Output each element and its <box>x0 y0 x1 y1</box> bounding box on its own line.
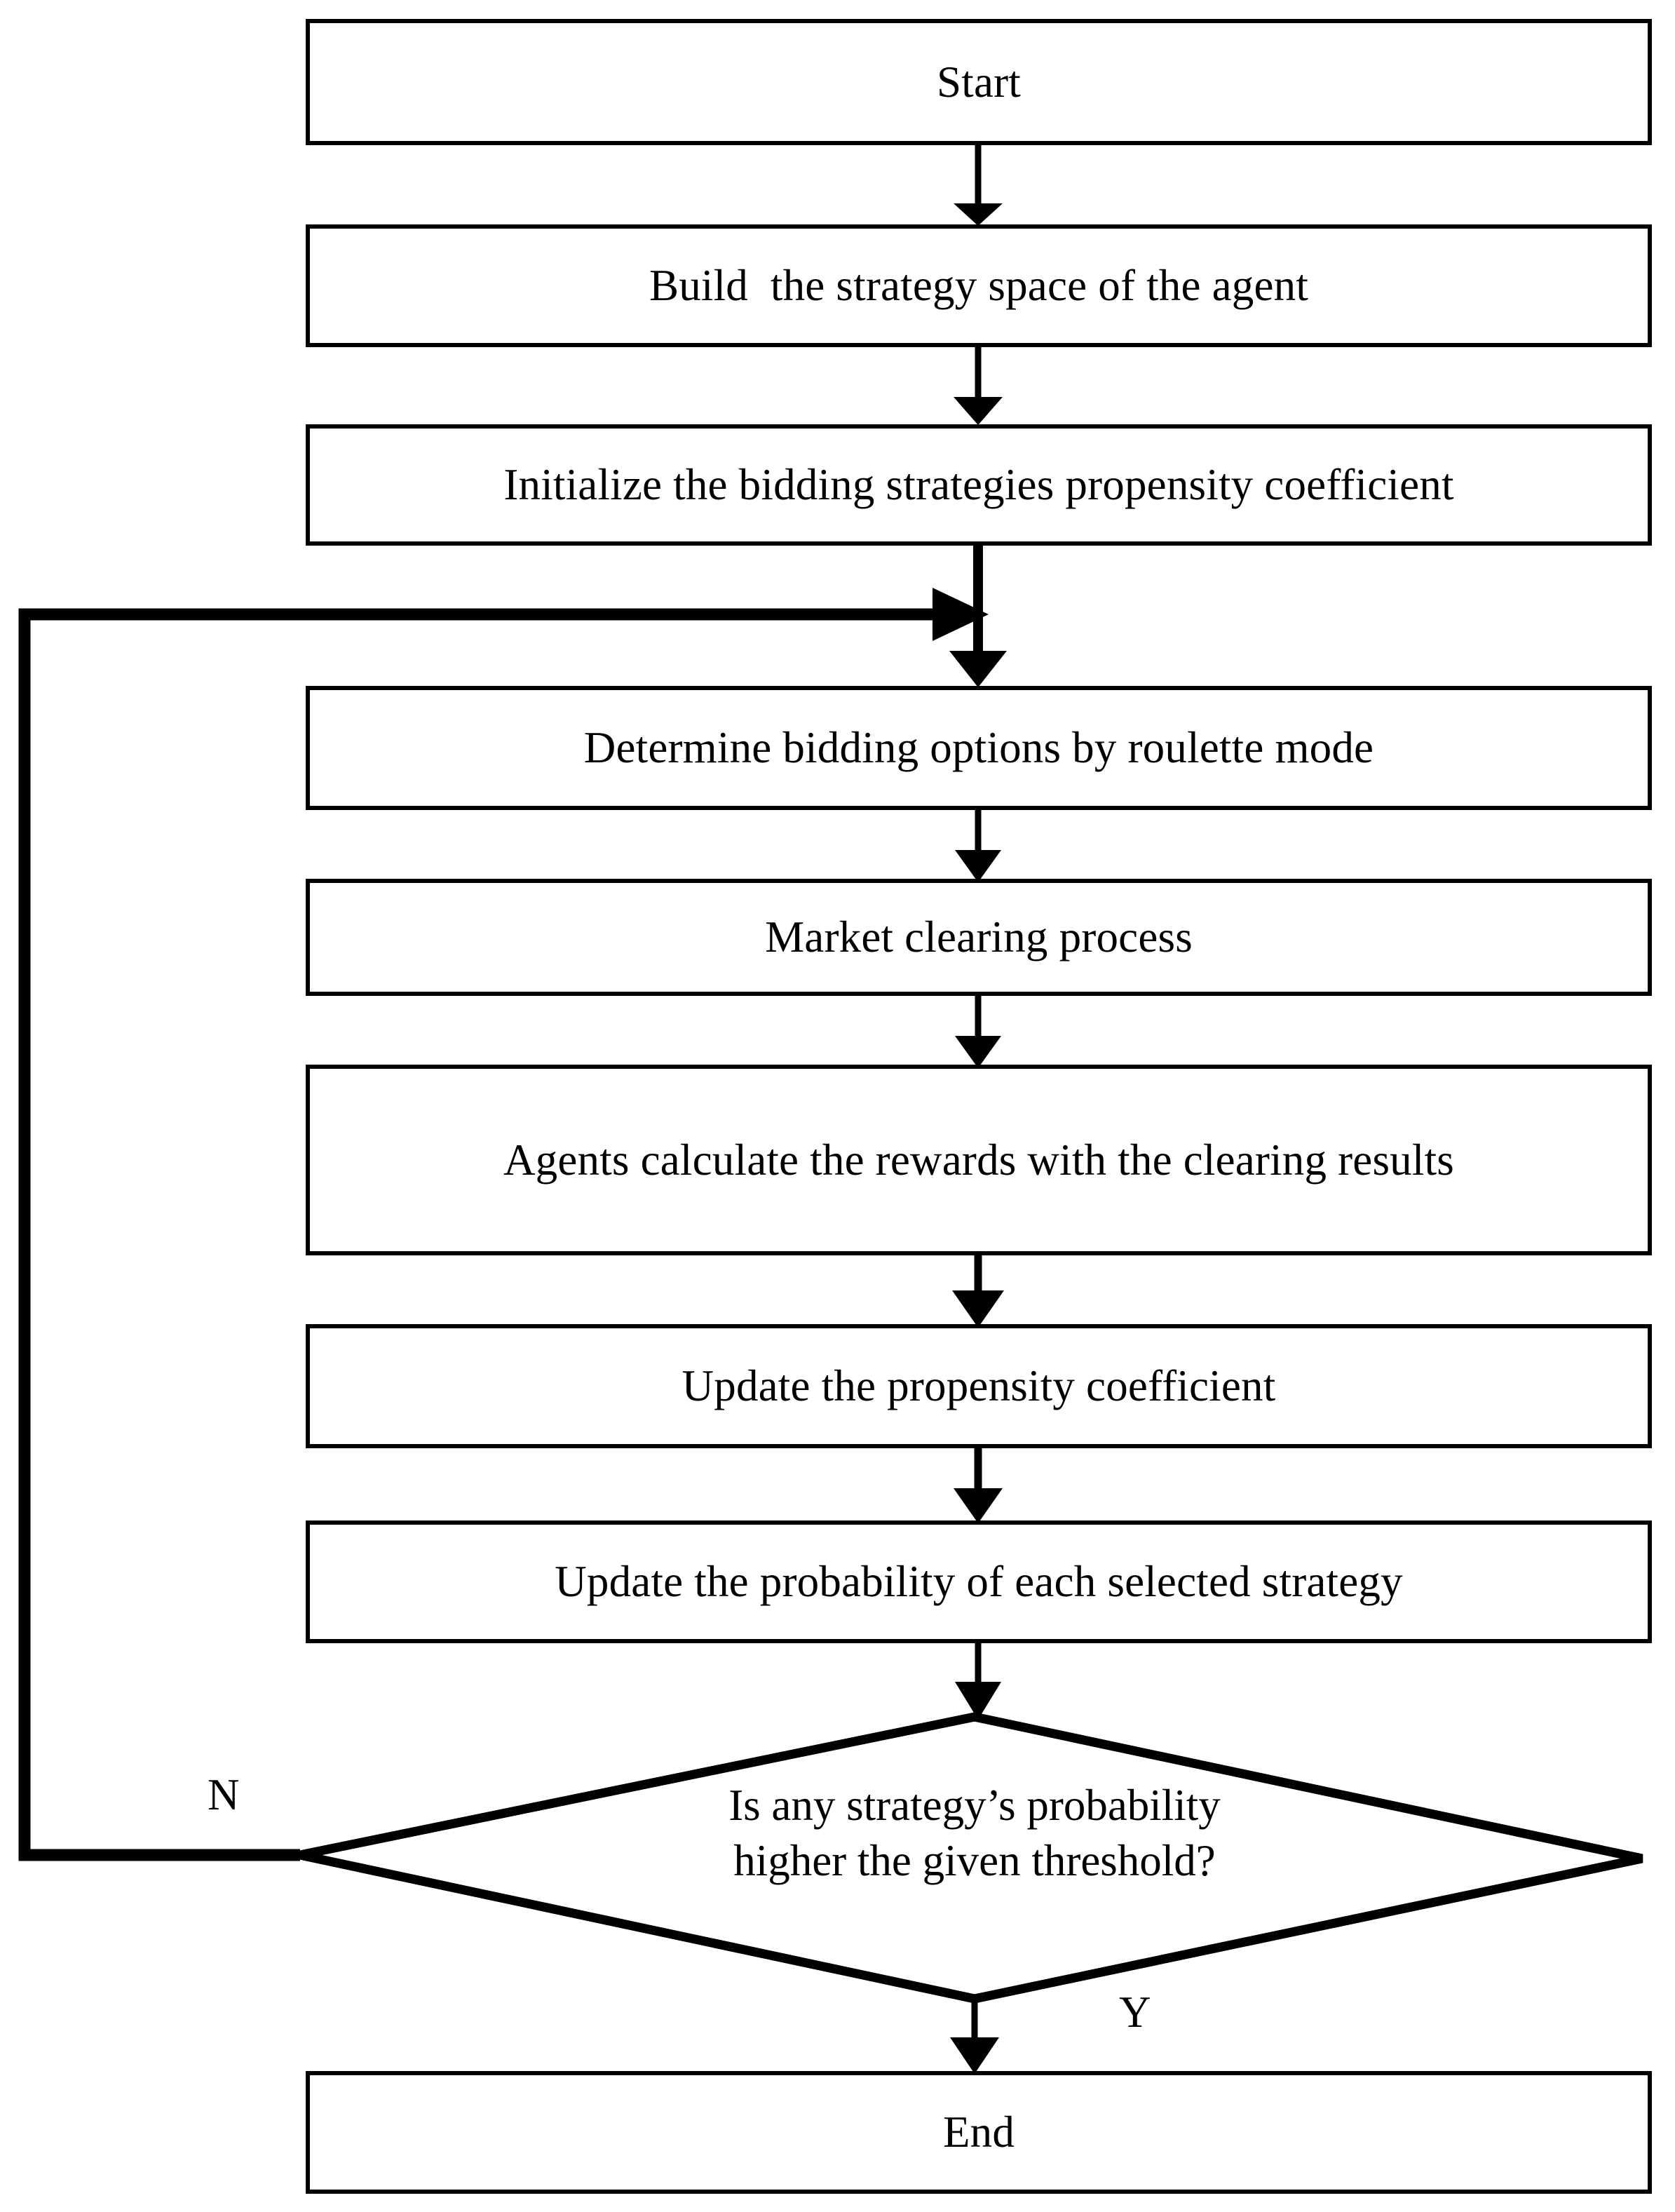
edge-update-probability-to-decision <box>955 1643 1001 1720</box>
edge-start-to-build <box>954 145 1003 226</box>
edge-decision-no-loopback <box>18 588 989 1861</box>
node-end[interactable]: End <box>306 2071 1652 2194</box>
edge-label-yes: Y <box>1119 1990 1151 2035</box>
node-build-strategy-space[interactable]: Build the strategy space of the agent <box>306 224 1652 347</box>
node-initialize-propensity-label: Initialize the bidding strategies propen… <box>503 460 1454 510</box>
edge-decision-yes-to-end <box>950 1999 999 2074</box>
edge-label-yes-text: Y <box>1119 1988 1151 2037</box>
node-agents-calculate-rewards-label: Agents calculate the rewards with the cl… <box>503 1135 1455 1185</box>
node-end-label: End <box>942 2108 1015 2157</box>
edge-update-coefficient-to-update-probability <box>954 1448 1003 1523</box>
node-market-clearing-process[interactable]: Market clearing process <box>306 879 1652 996</box>
node-start-label: Start <box>937 57 1021 107</box>
node-initialize-propensity[interactable]: Initialize the bidding strategies propen… <box>306 424 1652 546</box>
node-update-propensity-coefficient[interactable]: Update the propensity coefficient <box>306 1324 1652 1448</box>
node-start[interactable]: Start <box>306 19 1652 145</box>
node-market-clearing-process-label: Market clearing process <box>765 912 1193 962</box>
node-update-probability[interactable]: Update the probability of each selected … <box>306 1520 1652 1643</box>
decision-diamond-line1: Is any strategy’s probability <box>728 1781 1221 1830</box>
node-update-propensity-coefficient-label: Update the propensity coefficient <box>681 1361 1276 1411</box>
edge-build-to-initialize <box>954 347 1003 425</box>
edge-determine-to-clearing <box>955 810 1001 882</box>
edge-label-no: N <box>208 1773 240 1817</box>
node-build-strategy-space-label: Build the strategy space of the agent <box>649 261 1309 311</box>
edge-initialize-to-determine <box>949 546 1007 687</box>
node-agents-calculate-rewards[interactable]: Agents calculate the rewards with the cl… <box>306 1065 1652 1255</box>
node-determine-bidding-options[interactable]: Determine bidding options by roulette mo… <box>306 686 1652 810</box>
edge-rewards-to-update-coefficient <box>952 1255 1004 1328</box>
node-update-probability-label: Update the probability of each selected … <box>555 1557 1403 1607</box>
decision-diamond-text: Is any strategy’s probability higher the… <box>610 1778 1339 1889</box>
edge-clearing-to-rewards <box>955 996 1001 1068</box>
edge-label-no-text: N <box>208 1770 240 1819</box>
decision-diamond-line2: higher the given threshold? <box>733 1835 1216 1885</box>
node-determine-bidding-options-label: Determine bidding options by roulette mo… <box>583 723 1374 773</box>
